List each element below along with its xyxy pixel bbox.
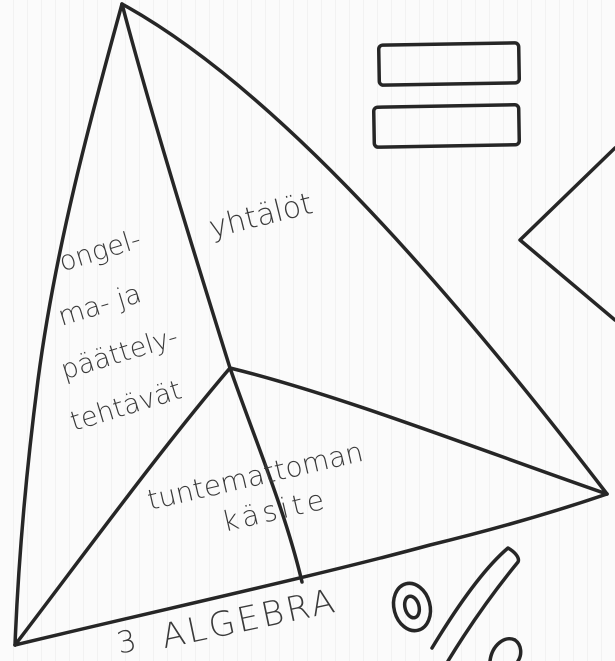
label-word-problems-line-4: tehtävät [67,375,186,438]
pyramid-edge-front [122,4,230,368]
percent-lower-circle [490,639,521,661]
percent-slash [432,548,518,661]
label-word-problems-line-3: päättely- [57,321,182,386]
partial-shape-right-edge [520,148,615,320]
percent-circle-outer [388,579,435,635]
label-equations: yhtälöt [205,186,316,245]
equals-sign-top-bar [379,43,520,85]
label-bottom-caption: ALGEBRA [158,581,341,657]
label-word-problems-line-2: ma- ja [54,278,145,333]
label-bottom-prefix: 3 [114,623,140,661]
percent-circle-inner [402,595,421,620]
equals-sign-bottom-bar [374,105,520,148]
label-word-problems-line-1: ongel- [55,224,144,278]
